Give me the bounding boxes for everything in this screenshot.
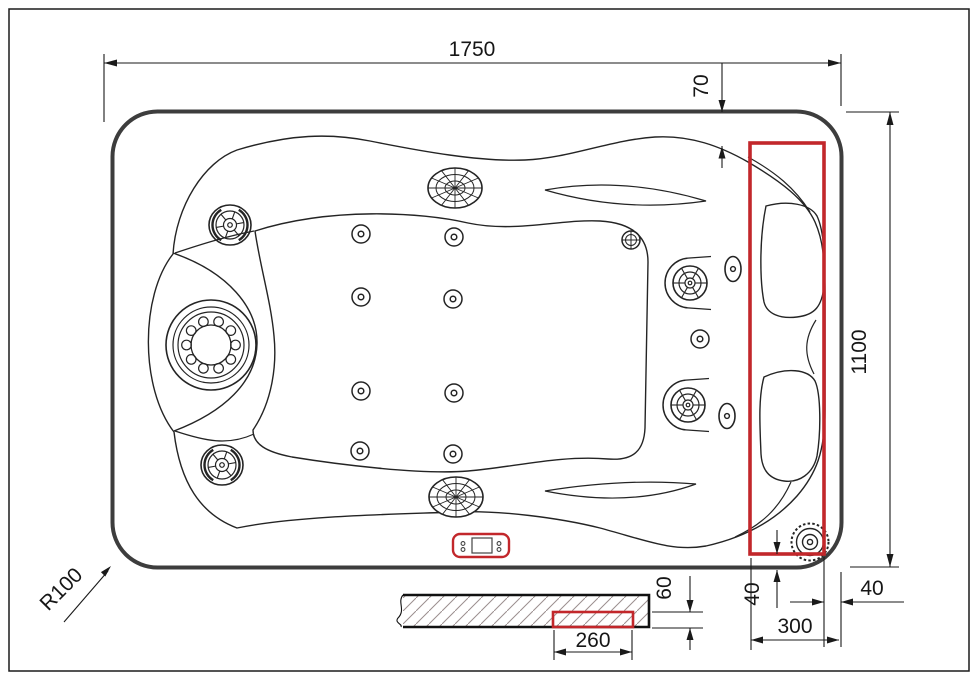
- dim-corner-radius-label: R100: [36, 564, 88, 616]
- control-panel-buttons: [460, 541, 502, 552]
- dim-top-edge-offset-label: 70: [690, 74, 713, 97]
- basin-lip-contour: [147, 135, 826, 549]
- section-recess-highlight: [551, 610, 635, 629]
- control-panel-bezel: [451, 532, 511, 559]
- sheet-border: [8, 8, 970, 672]
- main-filter-jet: [165, 299, 257, 391]
- dim-section-recess-depth: 60: [652, 576, 703, 650]
- basin-contours: [147, 135, 826, 549]
- seat-edge-bottom-left: [174, 430, 255, 442]
- dim-corner-radius: R100: [36, 564, 111, 623]
- dim-corner-jet-offset-horizontal: 40: [790, 557, 904, 647]
- jets: [165, 167, 830, 562]
- seat-sliver-bottom: [544, 481, 697, 499]
- seat-front-edge: [734, 481, 792, 538]
- headrest-zone-highlight-box: [748, 141, 826, 556]
- headrest-bottom: [759, 370, 821, 482]
- dim-section-recess-width: 260: [553, 629, 633, 660]
- footwell-contour: [252, 213, 649, 473]
- headrest-gap-notch: [806, 319, 817, 375]
- dim-overall-width: 1750: [103, 38, 842, 122]
- section-break-line: [396, 594, 404, 628]
- dim-headrest-zone-width-label: 300: [777, 615, 812, 638]
- control-panel: [451, 532, 511, 559]
- corner-seat-lens: [172, 252, 258, 432]
- dim-section-recess-depth-label: 60: [653, 576, 676, 599]
- mesh-jet-top: [427, 167, 483, 209]
- scallop-ring: [181, 316, 241, 374]
- dim-section-recess-width-label: 260: [575, 629, 610, 652]
- dim-corner-jet-offset-horizontal-label: 40: [860, 577, 883, 600]
- seat-sliver-top: [544, 184, 707, 206]
- dim-headrest-zone-width: 300: [750, 558, 839, 650]
- dim-corner-jet-offset-vertical: 40: [741, 530, 781, 608]
- dim-overall-depth-label: 1100: [848, 329, 871, 374]
- dim-corner-jet-offset-vertical-label: 40: [741, 582, 764, 605]
- control-panel-display: [471, 537, 493, 554]
- crosshair-jet: [621, 230, 641, 250]
- mesh-jet-bottom: [428, 476, 484, 518]
- tub-outer-shell: [110, 109, 844, 570]
- section-view: [396, 593, 651, 629]
- dim-top-edge-offset: 70: [690, 63, 726, 168]
- section-outline: [403, 593, 651, 629]
- seat-back-edge-right: [747, 156, 811, 213]
- headrest-top: [760, 202, 826, 319]
- dim-overall-width-label: 1750: [449, 38, 496, 61]
- dim-overall-depth: 1100: [846, 111, 899, 568]
